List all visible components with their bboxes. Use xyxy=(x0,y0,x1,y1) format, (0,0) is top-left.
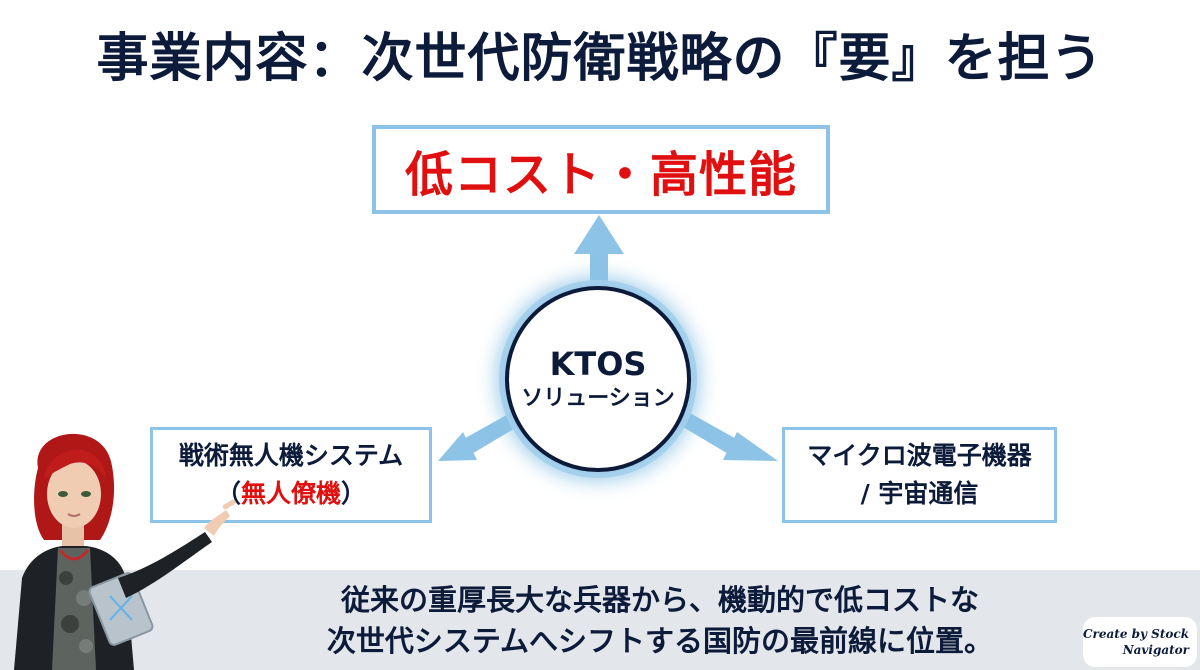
left-box-paren-close: ） xyxy=(341,479,367,508)
right-box-line2: / 宇宙通信 xyxy=(860,479,979,508)
watermark-badge: Create by Stock Navigator xyxy=(1083,617,1197,667)
hub-subtitle: ソリューション xyxy=(521,386,675,411)
left-box-emphasis: 無人僚機 xyxy=(240,479,341,508)
bottom-caption-line2: 次世代システムへシフトする国防の最前線に位置。 xyxy=(326,624,994,658)
left-box-tactical-uav: 戦術無人機システム （無人僚機） xyxy=(150,427,432,523)
left-box-line1: 戦術無人機システム xyxy=(178,441,404,470)
top-box-low-cost-high-performance: 低コスト・高性能 xyxy=(372,125,830,214)
slide-title: 事業内容：次世代防衛戦略の『要』を担う xyxy=(96,29,1104,89)
arrow-up-icon xyxy=(574,215,624,290)
hub-title: KTOS xyxy=(549,345,647,383)
bottom-caption: 従来の重厚長大な兵器から、機動的で低コストな 次世代システムへシフトする国防の最… xyxy=(260,580,1060,662)
bottom-caption-line1: 従来の重厚長大な兵器から、機動的で低コストな xyxy=(340,583,979,617)
top-box-label: 低コスト・高性能 xyxy=(404,146,797,203)
hub-circle: KTOS ソリューション xyxy=(505,286,691,472)
right-box-microwave-electronics: マイクロ波電子機器 / 宇宙通信 xyxy=(782,427,1057,523)
left-box-line2: （無人僚機） xyxy=(216,475,366,513)
bottom-band xyxy=(0,570,1200,670)
watermark-line1: Create by Stock xyxy=(1083,627,1190,641)
arrow-down-left-icon xyxy=(438,412,522,461)
watermark-line2: Navigator xyxy=(1122,643,1189,657)
arrow-down-right-icon xyxy=(678,412,778,461)
right-box-line1: マイクロ波電子機器 xyxy=(807,441,1032,470)
presenter-character-illustration xyxy=(14,433,236,670)
